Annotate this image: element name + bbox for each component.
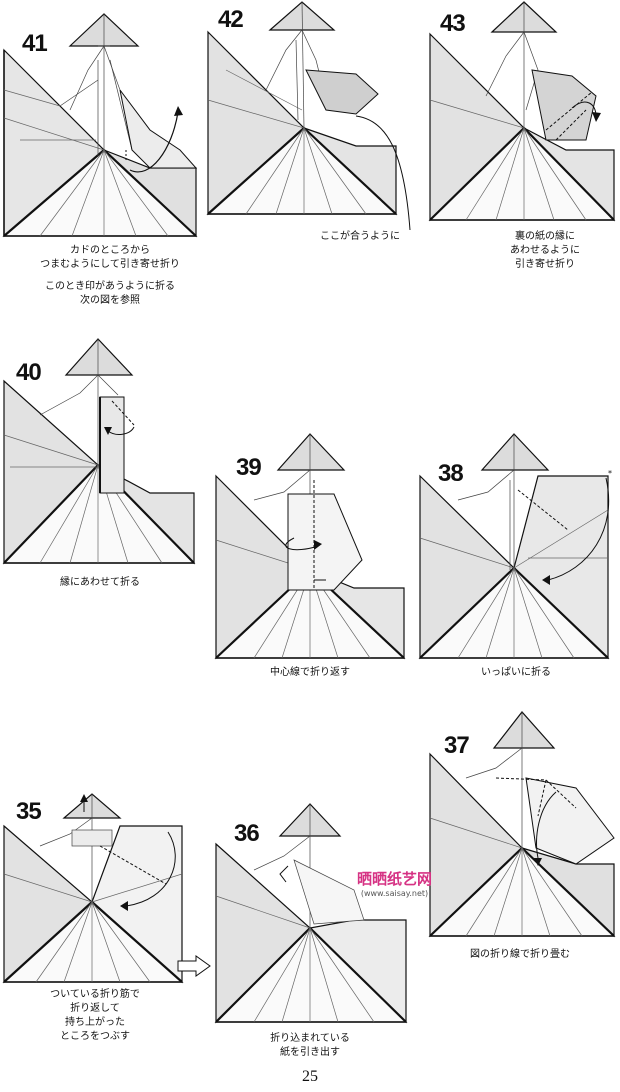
step-number: 40	[16, 359, 42, 386]
step-39-diagram: 39	[214, 430, 406, 662]
step-number: 35	[16, 798, 42, 825]
step-38-diagram: * 38	[418, 430, 614, 662]
caption-line: 中心線で折り返す	[270, 667, 350, 678]
caption-line: ついている折り筋で	[50, 989, 140, 1000]
caption-line: 裏の紙の縁に	[515, 231, 575, 242]
step-42-drawing	[206, 1, 411, 231]
caption-line: 縁にあわせて折る	[60, 577, 140, 588]
step-40-drawing	[2, 338, 196, 565]
flow-arrow	[176, 955, 212, 981]
step-41-diagram: 41	[0, 0, 200, 240]
step-40-caption: 縁にあわせて折る	[10, 576, 190, 590]
step-42-caption: ここが合うように	[300, 230, 420, 244]
step-43-caption: 裏の紙の縁に あわせるように 引き寄せ折り	[490, 230, 600, 272]
step-35-caption: ついている折り筋で 折り返して 持ち上がった ところをつぶす	[10, 988, 180, 1044]
step-38-caption: いっぱいに折る	[426, 666, 606, 680]
step-number: 38	[438, 460, 464, 487]
caption-line: ここが合うように	[320, 231, 400, 242]
step-37-drawing	[428, 711, 616, 938]
step-38-drawing: *	[418, 433, 612, 660]
step-number: 42	[218, 6, 244, 33]
step-36-drawing	[214, 803, 408, 1024]
step-number: 39	[236, 454, 262, 481]
step-39-drawing	[214, 433, 406, 660]
caption-line: 折り込まれている	[270, 1033, 350, 1044]
hollow-arrow-icon	[177, 955, 211, 977]
caption-line: 図の折り線で折り畳む	[470, 949, 570, 960]
caption-line: ところをつぶす	[60, 1031, 130, 1042]
step-number: 36	[234, 820, 260, 847]
step-number: 43	[440, 10, 466, 37]
step-number: 37	[444, 732, 470, 759]
step-42-diagram: 42	[206, 0, 416, 231]
step-39-caption: 中心線で折り返す	[220, 666, 400, 680]
step-43-diagram: 43	[426, 0, 620, 230]
watermark-title: 晒晒纸艺网	[357, 870, 433, 888]
caption-line: いっぱいに折る	[481, 667, 551, 678]
caption-line: 持ち上がった	[65, 1017, 125, 1028]
step-35-drawing	[2, 793, 184, 984]
caption-line: 折り返して	[70, 1003, 120, 1014]
step-43-drawing	[428, 1, 616, 222]
page-number: 25	[302, 1068, 318, 1085]
caption-line: あわせるように	[510, 245, 580, 256]
caption-line: つまむようにして引き寄せ折り	[40, 259, 180, 270]
caption-line: カドのところから	[70, 245, 150, 256]
caption-line: 引き寄せ折り	[515, 259, 575, 270]
step-36-caption: 折り込まれている 紙を引き出す	[220, 1032, 400, 1060]
step-37-caption: 図の折り線で折り畳む	[430, 948, 610, 962]
step-35-diagram: 35	[0, 790, 196, 990]
step-41-caption: カドのところから つまむようにして引き寄せ折り このとき印があうように折る 次の…	[10, 244, 210, 308]
caption-line: 紙を引き出す	[280, 1047, 340, 1058]
caption-line: このとき印があうように折る	[45, 281, 175, 292]
caption-line: 次の図を参照	[80, 295, 140, 306]
step-36-diagram: 36	[214, 800, 410, 1026]
step-41-drawing	[2, 13, 198, 238]
watermark-url: (www.saisay.net)	[360, 889, 429, 898]
svg-text:*: *	[608, 469, 612, 478]
step-40-diagram: 40	[0, 335, 200, 570]
step-number: 41	[22, 30, 48, 57]
watermark: 晒晒纸艺网 (www.saisay.net)	[357, 868, 432, 898]
step-37-diagram: 37	[426, 708, 620, 940]
